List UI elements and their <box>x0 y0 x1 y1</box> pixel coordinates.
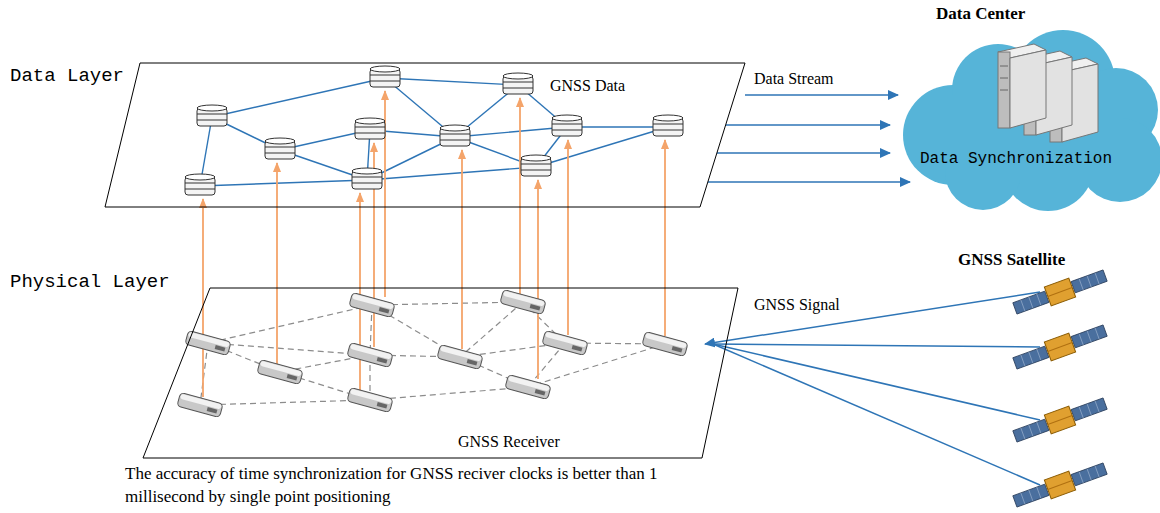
upload-arrow <box>664 140 666 336</box>
satellite-icon <box>1011 459 1108 511</box>
physical-layer-plane: Physical LayerGNSS Receiver <box>140 287 705 459</box>
cloud-title: Data Center <box>936 4 1025 24</box>
gnss-data-icon <box>440 125 470 146</box>
gnss-signal-line <box>713 344 1040 347</box>
edge-label: GNSS Signal <box>752 296 842 314</box>
gnss-receiver-icon <box>347 388 393 413</box>
upload-arrow <box>202 199 204 397</box>
satellite-icon <box>1011 394 1108 446</box>
satellite-group-outline <box>1040 250 1155 513</box>
server-icon <box>998 44 1046 128</box>
satellite-title: GNSS Satellite <box>958 250 1065 270</box>
data-stream-arrow <box>708 181 910 183</box>
gnss-data-icon <box>653 115 683 136</box>
gnss-receiver-icon <box>505 375 551 400</box>
gnss-data-icon <box>370 66 400 87</box>
layer-label: GNSS Data <box>550 77 625 95</box>
upload-arrow <box>461 150 463 349</box>
physical-layer-plane-outline <box>140 287 705 459</box>
data-stream-arrow <box>717 152 890 154</box>
receiver-link <box>208 305 372 343</box>
receiver-link <box>370 387 528 400</box>
data-link <box>455 127 567 137</box>
gnss-receiver-icon <box>347 343 393 368</box>
upload-arrow <box>537 180 539 379</box>
data-center-cloud-outline <box>898 0 1160 210</box>
gnss-receiver-icon <box>642 332 688 357</box>
gnss-receiver-icon <box>437 345 483 370</box>
flow-arrow <box>705 292 1040 344</box>
flow-arrow <box>745 94 898 96</box>
receiver-link <box>528 344 665 387</box>
gnss-receiver-icon <box>177 393 223 418</box>
layer-label: GNSS Receiver <box>458 433 560 451</box>
data-center-cloud: Data CenterData Synchronization <box>898 0 1160 210</box>
gnss-receiver-icon <box>542 331 588 356</box>
gnss-data-icon <box>552 115 582 136</box>
receiver-link <box>460 302 523 357</box>
gnss-data-icon <box>521 155 551 176</box>
data-stream-arrow <box>726 124 890 126</box>
note-text: The accuracy of time synchronization for… <box>125 462 685 508</box>
data-layer-plane: Data LayerGNSS Data <box>105 63 745 207</box>
gnss-receiver-icon <box>500 290 546 315</box>
upload-arrow <box>359 193 361 392</box>
data-link <box>212 78 385 117</box>
satellite-icon <box>1011 321 1108 373</box>
data-link <box>367 167 536 180</box>
receiver-link <box>200 343 208 405</box>
receiver-link <box>528 343 565 387</box>
gnss-data-icon <box>197 105 227 126</box>
upload-arrow <box>567 140 569 335</box>
gnss-signal-line <box>713 344 1040 420</box>
edge-label: Data Stream <box>752 70 836 88</box>
cloud-label: Data Synchronization <box>920 150 1112 168</box>
gnss-receiver-icon <box>349 293 395 318</box>
data-link <box>200 180 367 186</box>
gnss-data-icon <box>185 174 215 195</box>
gnss-data-icon <box>352 168 382 189</box>
receiver-link <box>200 400 370 405</box>
upload-arrow <box>276 163 278 364</box>
data-link <box>385 78 518 85</box>
satellite-group: GNSS Satellite <box>1040 250 1155 513</box>
gnss-data-icon <box>503 73 533 94</box>
receiver-link <box>208 343 370 355</box>
gnss-receiver-icon <box>257 360 303 385</box>
satellite-icon <box>1011 266 1108 318</box>
layer-title: Data Layer <box>10 65 124 87</box>
gnss-signal-line <box>713 344 1040 485</box>
gnss-data-icon <box>355 118 385 139</box>
data-layer-plane-outline <box>105 63 745 207</box>
receiver-link <box>372 302 523 305</box>
upload-arrow <box>519 98 521 294</box>
gnss-data-icon <box>265 138 295 159</box>
layer-title: Physical Layer <box>10 271 170 293</box>
